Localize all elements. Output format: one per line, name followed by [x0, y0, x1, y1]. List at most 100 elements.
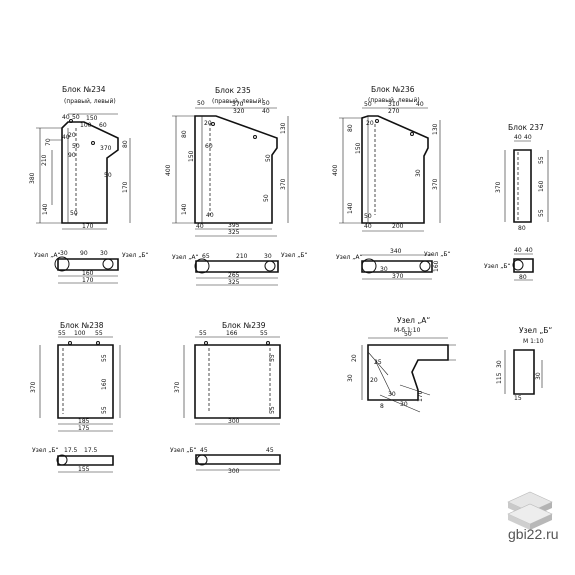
- dim: 170: [82, 223, 94, 230]
- dim: 160: [538, 180, 545, 192]
- dim: 140: [347, 202, 354, 214]
- site-name[interactable]: gbi22.ru: [508, 526, 559, 542]
- dim: 30: [415, 169, 422, 177]
- block-234-outline: [61, 121, 119, 224]
- block-235-loop: [211, 122, 215, 126]
- title-node-a: Узел „А“: [397, 316, 430, 325]
- node-a-dim-lines: [361, 337, 456, 413]
- dim: 30: [380, 266, 388, 273]
- dim: 20: [204, 120, 212, 127]
- plan-237: Узел „Б“ 40 40 80: [484, 247, 534, 281]
- dim: 170: [417, 390, 424, 402]
- dim: 310: [388, 101, 400, 108]
- block-234-dim-lines: [36, 113, 131, 230]
- callout-circle-b: [196, 454, 208, 466]
- dim: 170: [122, 181, 129, 193]
- node-a-detail: Узел „А“ М-б 1:10 50 30 20 25 20 30 30 1…: [347, 316, 456, 413]
- callout-circle-a: [54, 256, 70, 272]
- dim: 80: [122, 140, 129, 148]
- dim: 40: [196, 223, 204, 230]
- dim: 50: [364, 213, 372, 220]
- callout-circle-a: [361, 258, 377, 274]
- title-block-239: Блок №239: [222, 321, 266, 330]
- uzel-b-label: Узел „Б“: [484, 263, 511, 270]
- dim: 370: [30, 381, 37, 393]
- dim: 20: [370, 377, 378, 384]
- block-236-loop: [410, 132, 414, 136]
- block-238-loop: [96, 341, 100, 345]
- dim: 50: [262, 100, 270, 107]
- callout-circle-b: [512, 259, 524, 271]
- dim: 300: [228, 468, 240, 475]
- dim: 50: [404, 331, 412, 338]
- uzel-b-label: Узел „Б“: [32, 447, 59, 454]
- dim: 340: [390, 248, 402, 255]
- block-237-dim-lines: [504, 140, 549, 222]
- dim: 50: [265, 154, 272, 162]
- plan-234-dim-lines: [58, 275, 118, 284]
- plan-236-dim-lines: [362, 254, 432, 280]
- dim: 55: [260, 330, 268, 337]
- dim: 17.5: [84, 447, 98, 454]
- plan-234-outline: [57, 258, 119, 271]
- block-235-loop: [253, 135, 257, 139]
- title-node-b: Узел „Б“: [519, 326, 552, 335]
- dim: 80: [181, 130, 188, 138]
- dim: 50: [104, 172, 112, 179]
- dim: 20: [366, 120, 374, 127]
- dim: 160: [82, 270, 94, 277]
- block-239: Блок №239 55 166 55 55 370 55 300: [174, 321, 281, 425]
- dim: 55: [101, 406, 108, 414]
- dim: 370: [174, 381, 181, 393]
- uzel-b-label: Узел „Б“: [424, 251, 451, 258]
- dim: 55: [269, 406, 276, 414]
- block-236-outline: [361, 115, 429, 224]
- block-238-loop: [68, 341, 72, 345]
- dim: 40: [262, 108, 270, 115]
- block-239-outline: [194, 344, 281, 419]
- dim: 30: [496, 360, 503, 368]
- subtitle-block-234: (правый, левый): [64, 98, 116, 105]
- dim: 210: [41, 154, 48, 166]
- dim: 30: [388, 391, 396, 398]
- dim: 400: [332, 164, 339, 176]
- dim: 370: [100, 145, 112, 152]
- subtitle-block-236: (правый, левый): [368, 97, 420, 104]
- dim: 150: [86, 115, 98, 122]
- dim: 60: [205, 143, 213, 150]
- block-236-loop: [375, 119, 379, 123]
- dim: 65: [202, 253, 210, 260]
- uzel-a-label: Узел „А“: [34, 252, 61, 259]
- dim: 400: [165, 164, 172, 176]
- dim: 60: [99, 122, 107, 129]
- dim: 15: [514, 395, 522, 402]
- dim: 270: [388, 108, 400, 115]
- dim: 160: [101, 378, 108, 390]
- plan-235-dim-lines: [196, 277, 278, 286]
- dim: 55: [199, 330, 207, 337]
- block-239-loop: [204, 341, 208, 345]
- dim: 45: [266, 447, 274, 454]
- block-239-hidden-line: [208, 348, 271, 413]
- stacked-slabs-logo: [507, 491, 553, 530]
- dim: 325: [228, 229, 240, 236]
- dim: 395: [228, 222, 240, 229]
- dim: 55: [58, 330, 66, 337]
- dim: 45: [200, 447, 208, 454]
- dim: 30: [100, 250, 108, 257]
- dim: 130: [432, 123, 439, 135]
- dim: 370: [392, 273, 404, 280]
- dim: 70: [45, 138, 52, 146]
- dim: 50: [364, 101, 372, 108]
- dim: 320: [233, 108, 245, 115]
- block-234-loop: [69, 119, 73, 123]
- block-235: Блок 235 (правый, левый) 50 370 50 320 4…: [165, 86, 289, 237]
- callout-circle-b: [419, 260, 431, 272]
- dim: 55: [538, 156, 545, 164]
- dim: 100: [74, 330, 86, 337]
- block-237: Блок 237 40 40 55 370 160 55 80: [495, 123, 549, 232]
- callout-circle-b: [56, 454, 68, 466]
- dim: 30: [535, 372, 542, 380]
- title-block-235: Блок 235: [215, 86, 251, 95]
- dim: 80: [519, 274, 527, 281]
